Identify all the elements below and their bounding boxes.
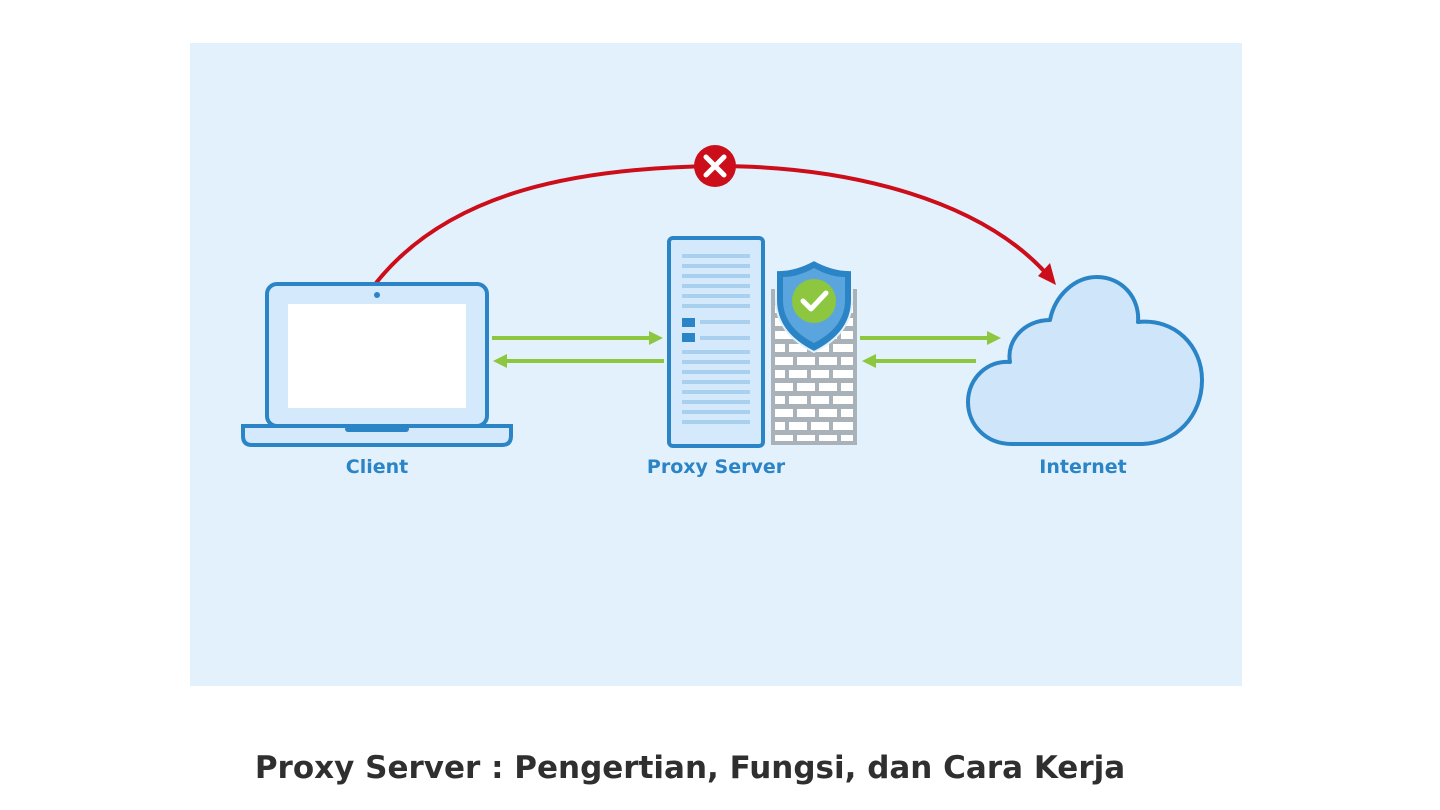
cloud-icon: [966, 275, 1204, 446]
blocked-x-icon: [694, 145, 736, 187]
proxy-server-label: Proxy Server: [646, 456, 786, 478]
client-proxy-arrows: [492, 331, 664, 368]
laptop-icon: [241, 282, 513, 447]
proxy-internet-arrows: [860, 331, 1001, 368]
internet-label: Internet: [1039, 456, 1127, 478]
page-caption: Proxy Server : Pengertian, Fungsi, dan C…: [254, 750, 1126, 786]
client-label: Client: [345, 456, 409, 478]
shield-check-icon: [775, 258, 853, 354]
server-icon: [667, 236, 765, 448]
